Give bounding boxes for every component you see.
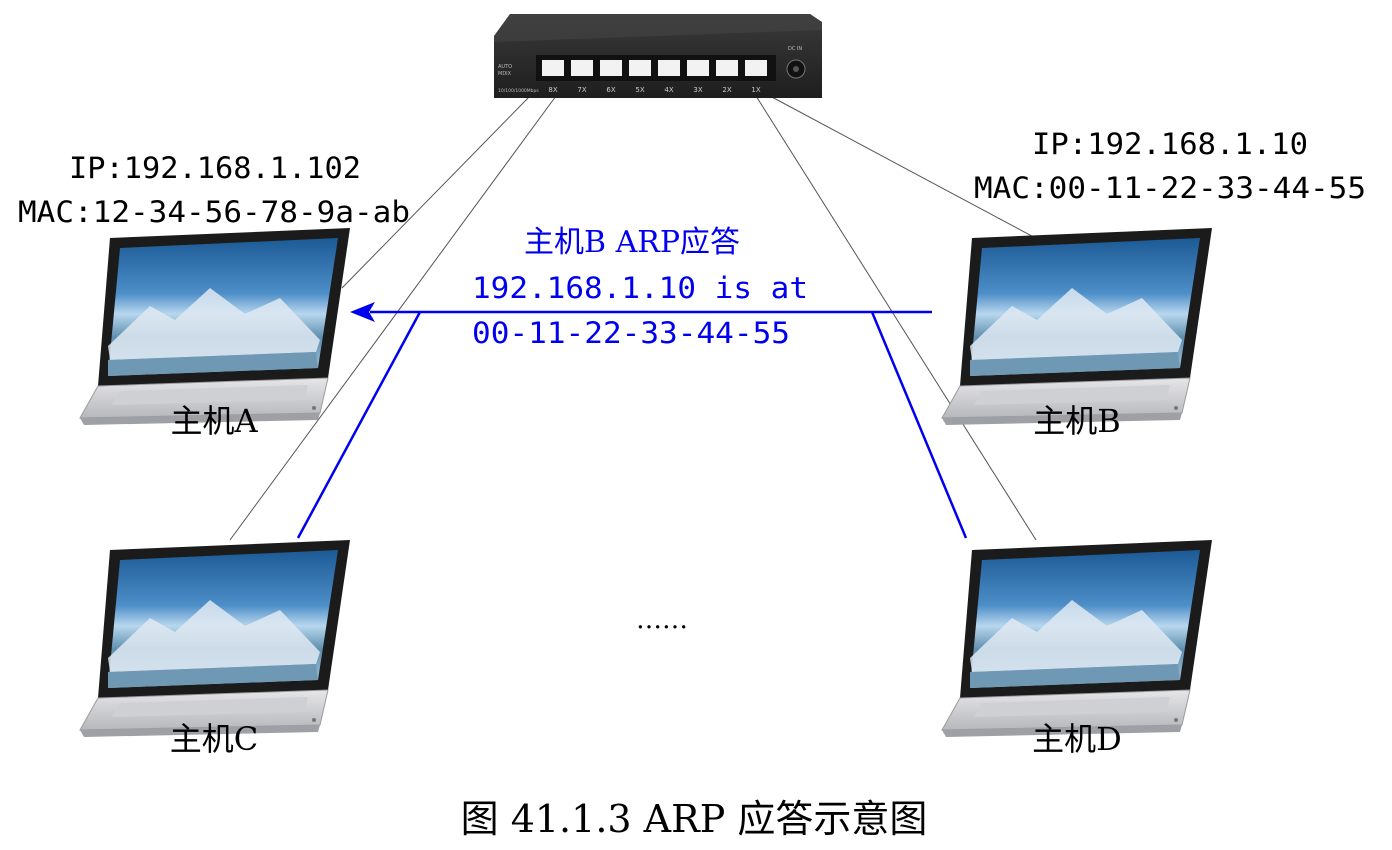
switch-port-label: 7X [577,86,586,94]
host-a-ip: IP:192.168.1.102 [69,151,361,185]
host-a-label: 主机A [170,402,258,440]
host-b-ip: IP:192.168.1.10 [1032,127,1308,161]
switch-port-labels: 8X 7X 6X 5X 4X 3X 2X 1X [548,86,760,94]
figure-caption: 图 41.1.3 ARP 应答示意图 [461,797,928,841]
reply-line-1: 192.168.1.10 is at [472,271,808,305]
switch-port-label: 5X [635,86,644,94]
host-d-label: 主机D [1032,720,1122,758]
switch-port-label: 3X [693,86,702,94]
switch-side-label-2: MDIX [498,71,512,77]
host-a-mac: MAC:12-34-56-78-9a-ab [18,195,410,229]
cable-switch-to-host-c [229,95,557,541]
switch-port-label: 4X [664,86,673,94]
laptop-icon-host-b [941,227,1213,426]
switch-port-label: 2X [722,86,731,94]
cable-switch-to-host-b [769,95,1059,251]
laptop-icon-host-c [79,539,351,738]
switch-port-label: 1X [751,86,760,94]
cable-switch-to-host-a [341,95,531,289]
switch-power-label: DC IN [788,46,802,52]
laptop-icon-host-d [941,539,1213,738]
switch-speed-label: 10/100/1000Mbps [498,88,539,94]
switch-side-label-1: AUTO [498,64,512,70]
reply-path-host-b-to-switch [870,311,968,539]
switch-port-label: 8X [548,86,557,94]
arp-reply-path [296,310,968,539]
host-c-label: 主机C [170,720,259,758]
network-switch: AUTO MDIX 10/100/1000Mbps DC IN 8X 7X 6X 5X… [494,14,822,98]
reply-title: 主机B ARP应答 [524,225,740,260]
reply-line-2: 00-11-22-33-44-55 [472,316,790,350]
host-b-mac: MAC:00-11-22-33-44-55 [974,171,1366,205]
more-hosts-ellipsis: …… [636,605,688,635]
laptop-icon-host-a [79,227,351,426]
reply-arrowhead-icon [350,302,375,322]
switch-port-group [542,60,767,76]
switch-port-label: 6X [606,86,615,94]
cable-switch-to-host-d [755,95,1037,541]
reply-path-switch-to-host-a [296,311,422,539]
host-b-label: 主机B [1033,402,1121,440]
